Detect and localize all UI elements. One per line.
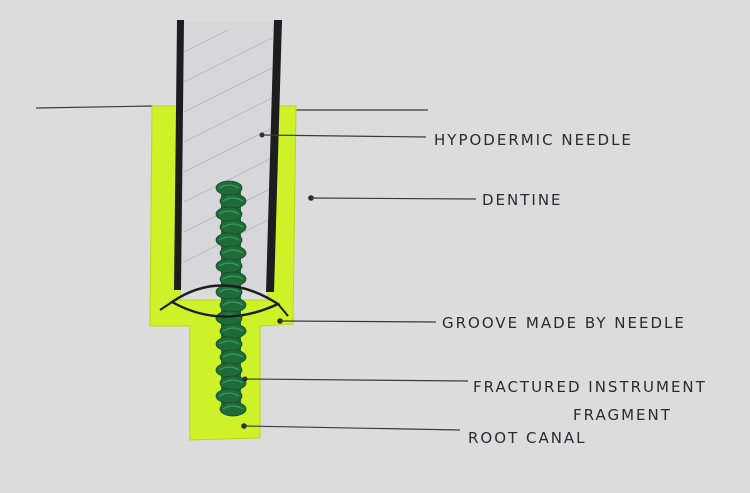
instrument-flute-highlight	[218, 340, 240, 345]
instrument-flute-highlight	[218, 366, 240, 371]
label-fractured-instrument: FRACTURED INSTRUMENT	[473, 378, 707, 396]
instrument-flute	[219, 401, 247, 417]
needle-wall-right	[266, 20, 282, 292]
leader-hypodermic-needle	[259, 132, 427, 138]
leader-root-canal	[241, 423, 461, 431]
surface-line-left	[35, 105, 153, 109]
instrument-flute-highlight	[222, 197, 244, 202]
instrument-flute-highlight	[218, 288, 240, 293]
instrument-flute-highlight	[218, 184, 240, 189]
label-root-canal: ROOT CANAL	[468, 429, 587, 447]
instrument-flute-highlight	[218, 236, 240, 241]
leader-fractured-instrument	[242, 376, 469, 382]
instrument-flute-highlight	[222, 223, 244, 228]
instrument-flute-highlight	[222, 275, 244, 280]
label-groove: GROOVE MADE BY NEEDLE	[442, 314, 686, 332]
leader-groove	[277, 318, 437, 324]
label-dentine: DENTINE	[482, 191, 563, 209]
needle-wall-left	[174, 20, 184, 290]
instrument-flute-highlight	[222, 301, 244, 306]
instrument-flute-highlight	[218, 392, 240, 397]
instrument-flute-highlight	[222, 353, 244, 358]
instrument-fragment	[215, 180, 247, 417]
instrument-flute-highlight	[218, 210, 240, 215]
needle-lumen	[180, 22, 276, 290]
instrument-flute-highlight	[222, 327, 244, 332]
label-fragment: FRAGMENT	[573, 406, 672, 424]
instrument-flute-highlight	[222, 405, 244, 410]
instrument-flute-highlight	[222, 249, 244, 254]
leader-dentine	[308, 195, 477, 201]
dentine-region	[149, 105, 297, 441]
instrument-flute-highlight	[222, 379, 244, 384]
instrument-flute-highlight	[218, 262, 240, 267]
label-hypodermic-needle: HYPODERMIC NEEDLE	[434, 131, 633, 149]
needle-groove-base	[159, 301, 289, 317]
